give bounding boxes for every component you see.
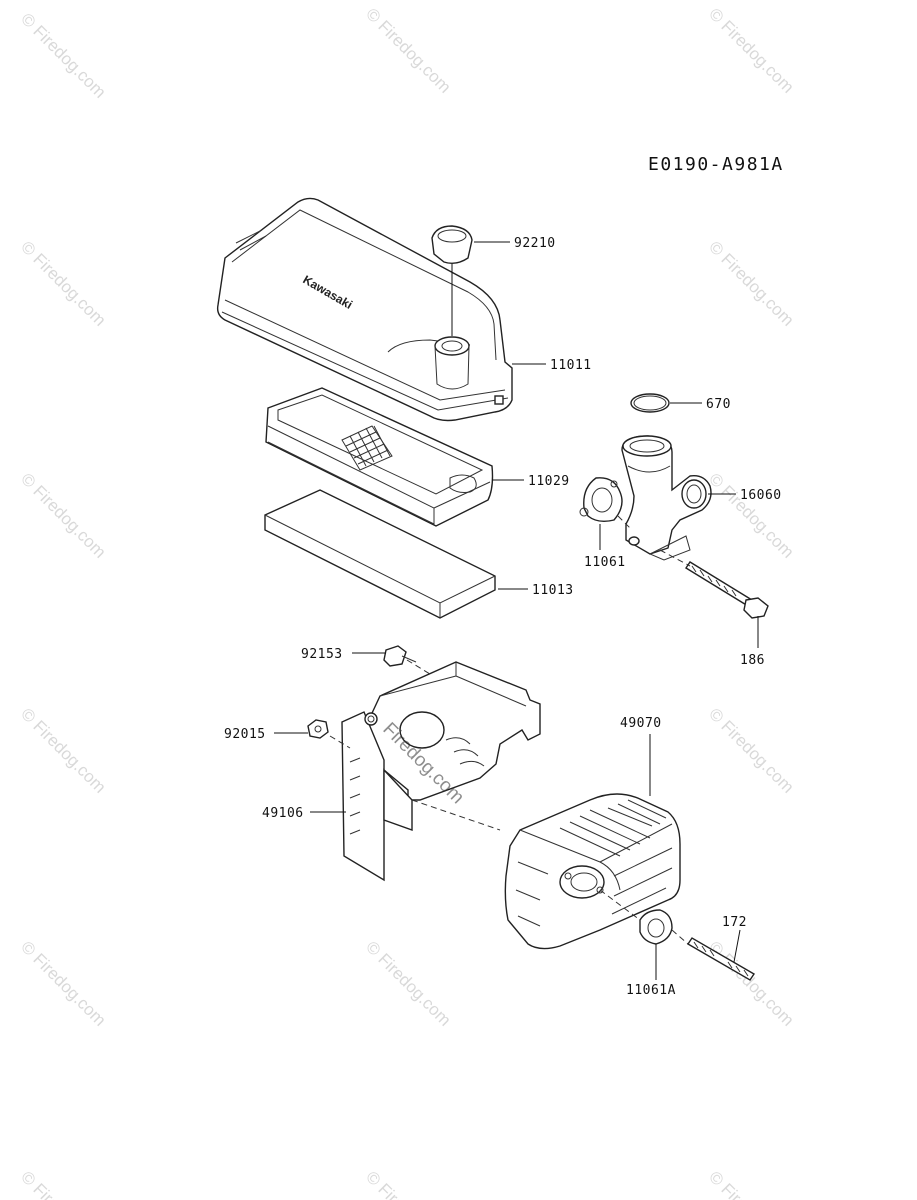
part-label-11061[interactable]: 11061 [584, 555, 626, 570]
watermark: © Firedog.com [362, 1167, 454, 1200]
leader-lines [274, 241, 759, 980]
muffler[interactable] [504, 793, 681, 950]
part-label-186[interactable]: 186 [740, 653, 765, 668]
filter-element[interactable] [265, 387, 494, 527]
part-label-11061A[interactable]: 11061A [626, 983, 676, 998]
part-label-11029[interactable]: 11029 [528, 474, 570, 489]
watermark: © Firedog.com [705, 937, 797, 1029]
muffler-gasket[interactable] [639, 909, 673, 945]
part-label-11013[interactable]: 11013 [532, 583, 574, 598]
o-ring-inner [633, 395, 667, 411]
elbow-bolt[interactable] [685, 561, 769, 619]
watermark: © Firedog.com [362, 937, 454, 1029]
part-label-11011[interactable]: 11011 [550, 358, 592, 373]
o-ring[interactable] [630, 393, 670, 413]
watermark: © Firedog.com [17, 1167, 109, 1200]
watermark: © Firedog.com [705, 1167, 797, 1200]
muffler-shield[interactable] [341, 661, 541, 882]
intake-elbow[interactable] [621, 435, 712, 561]
shield-nut[interactable] [307, 719, 329, 739]
part-label-670[interactable]: 670 [706, 397, 731, 412]
watermark: © Firedog.com [362, 4, 454, 96]
part-label-49106[interactable]: 49106 [262, 806, 304, 821]
diagram-code: E0190-A981A [648, 154, 784, 175]
filter-mesh [341, 425, 393, 471]
shield-bolt[interactable] [383, 645, 417, 667]
part-label-49070[interactable]: 49070 [620, 716, 662, 731]
muffler-stud[interactable] [687, 937, 755, 981]
intake-gasket[interactable] [579, 477, 623, 523]
watermark: © Firedog.com [17, 237, 109, 329]
assembly-lines [329, 515, 691, 945]
watermark: © Firedog.com [705, 237, 797, 329]
watermark: © Firedog.com [705, 704, 797, 796]
cover-knob[interactable] [431, 225, 473, 265]
part-label-92153[interactable]: 92153 [301, 647, 343, 662]
pre-filter[interactable] [264, 489, 496, 619]
part-label-16060[interactable]: 16060 [740, 488, 782, 503]
watermark: © Firedog.com [17, 937, 109, 1029]
part-labels: 92210 11011 670 11029 16060 11061 11013 … [224, 236, 782, 998]
part-label-172[interactable]: 172 [722, 915, 747, 930]
part-label-92015[interactable]: 92015 [224, 727, 266, 742]
watermark: © Firedog.com [705, 469, 797, 561]
part-label-92210[interactable]: 92210 [514, 236, 556, 251]
watermark: © Firedog.com [17, 704, 109, 796]
watermark: © Firedog.com [705, 4, 797, 96]
watermark: © Firedog.com [17, 9, 109, 101]
air-cleaner-cover[interactable]: Kawasaki [216, 197, 513, 422]
watermark: © Firedog.com [17, 469, 109, 561]
